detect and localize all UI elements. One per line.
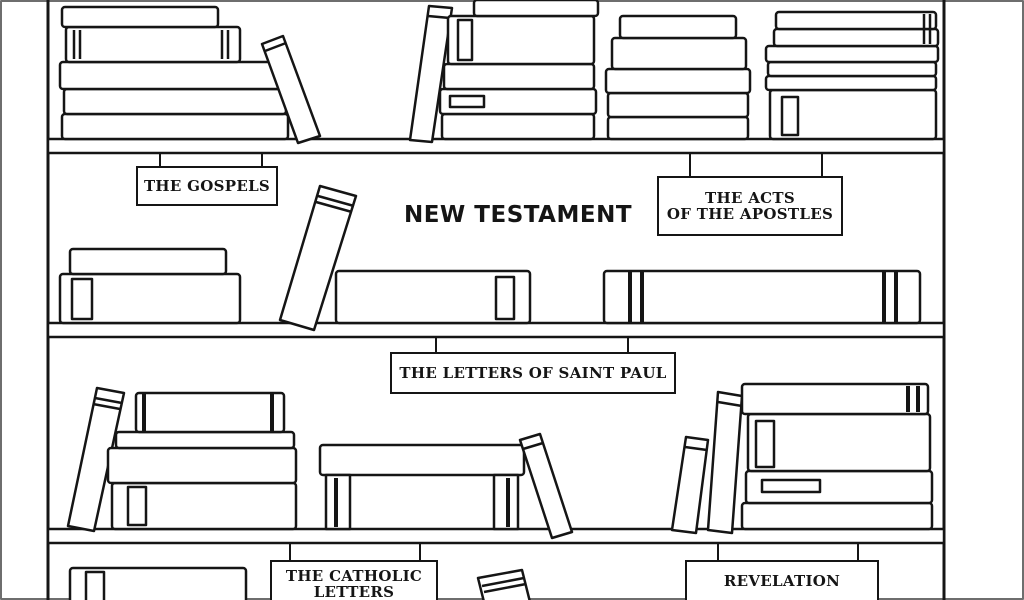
shelf-board-3 [46, 527, 946, 545]
standing-book-1 [408, 4, 454, 144]
bench-book-shelf3 [318, 443, 526, 531]
label-the-gospels: THE GOSPELS [136, 166, 278, 206]
label-catholic-letters: THE CATHOLIC LETTERS [270, 560, 438, 600]
book-stack-shelf2-left [58, 247, 242, 325]
book-stack-middle-top [438, 0, 600, 141]
lying-book-shelf2-mid [334, 269, 532, 325]
label-the-gospels-text: THE GOSPELS [143, 177, 271, 195]
leaning-book-3 [66, 386, 126, 533]
label-catholic-line2: LETTERS [313, 583, 395, 600]
page-title: NEW TESTAMENT [403, 202, 633, 228]
book-shelf4-left [68, 566, 248, 600]
label-revelation-text: REVELATION [723, 572, 841, 590]
leaning-book-6 [706, 390, 744, 535]
shelf-board-1 [46, 137, 946, 155]
label-revelation: REVELATION [685, 560, 879, 600]
book-stack-gospels [58, 5, 292, 141]
label-acts-line2: OF THE APOSTLES [666, 205, 834, 223]
book-stack-right-top [764, 10, 940, 141]
book-stack-revelation [740, 382, 934, 531]
label-catholic-line1: THE CATHOLIC [285, 567, 423, 585]
lying-book-shelf2-right [602, 269, 922, 325]
label-letters-of-saint-paul-text: THE LETTERS OF SAINT PAUL [399, 364, 667, 382]
leaning-book-2 [278, 184, 358, 332]
shelf-board-2 [46, 321, 946, 339]
book-stack-acts [604, 14, 752, 141]
label-acts-line1: THE ACTS [705, 189, 795, 207]
label-letters-of-saint-paul: THE LETTERS OF SAINT PAUL [390, 352, 676, 394]
leaning-book-4 [518, 432, 574, 540]
leaning-book-1 [260, 34, 322, 145]
leaning-book-5 [670, 435, 710, 535]
book-stack-shelf3-left [106, 391, 298, 531]
book-shelf4-mid [476, 568, 531, 600]
label-acts-of-the-apostles: THE ACTS OF THE APOSTLES [657, 176, 843, 236]
